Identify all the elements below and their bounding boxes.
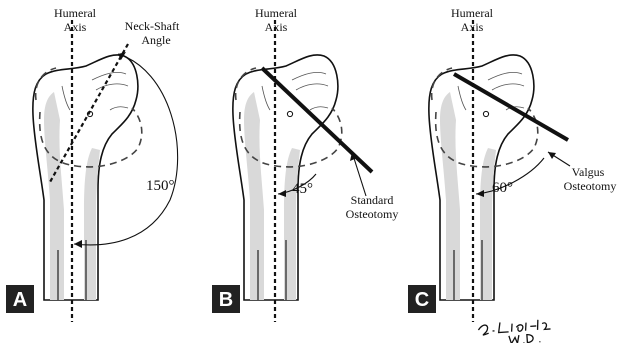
angle-value-a: 150° [146, 178, 175, 194]
angle-title-line2-a: Angle [141, 33, 170, 47]
axis-label-line2-b: Axis [265, 20, 288, 34]
panel-badge-label-a: A [13, 289, 27, 311]
cut-label-line2-b: Osteotomy [346, 207, 399, 221]
cut-label-line1-b: Standard [351, 193, 394, 207]
angle-value-b: 45° [292, 181, 313, 197]
panel-b: Humeral Axis 45° Standard Osteotomy B [212, 6, 398, 322]
axis-label-line1-b: Humeral [255, 6, 298, 20]
cut-label-line1-c: Valgus [572, 165, 605, 179]
axis-label-line2-c: Axis [461, 20, 484, 34]
panel-c: Humeral Axis 60° Valgus Osteotomy C [408, 6, 616, 322]
panel-badge-label-c: C [415, 289, 429, 311]
angle-value-c: 60° [492, 180, 513, 196]
axis-label-line1-a: Humeral [54, 6, 97, 20]
axis-label-line1-c: Humeral [451, 6, 494, 20]
panel-badge-label-b: B [219, 289, 233, 311]
cut-label-line2-c: Osteotomy [564, 179, 617, 193]
panel-a: Humeral Axis Neck-Shaft Angle 150° A [6, 6, 180, 322]
artist-signature [478, 319, 551, 343]
cut-leader-arrow-c [548, 152, 556, 159]
axis-label-line2-a: Axis [64, 20, 87, 34]
humerus-bone-a [33, 55, 142, 300]
angle-title-line1-a: Neck-Shaft [125, 19, 180, 33]
